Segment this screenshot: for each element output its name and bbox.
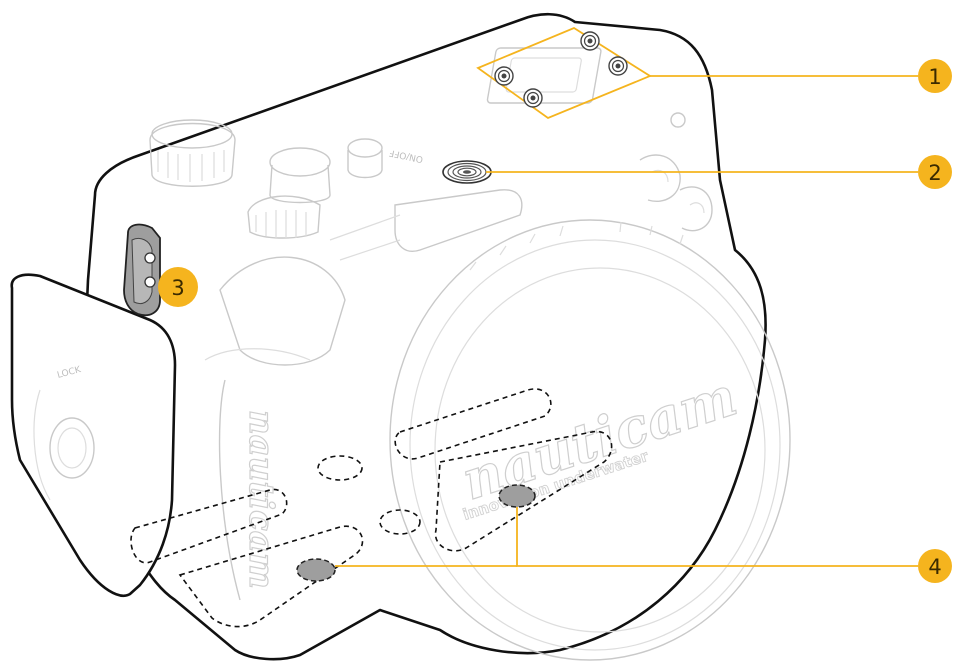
top-dial — [149, 119, 236, 187]
base-mount-outlines — [130, 388, 613, 628]
screw-icon — [494, 66, 514, 86]
strap-lug — [123, 223, 161, 317]
callout-3: 3 — [158, 267, 198, 307]
callout-2-label: 2 — [928, 161, 941, 185]
callout-1: 1 — [918, 59, 952, 93]
callout-4-label: 4 — [928, 555, 941, 579]
battery-door: LOCK — [10, 273, 177, 597]
callout-4: 4 — [918, 549, 952, 583]
screw-icon — [608, 56, 628, 76]
housing-body — [85, 12, 767, 661]
callout-2: 2 — [918, 155, 952, 189]
screw-icon — [523, 88, 543, 108]
screw-icon — [580, 31, 600, 51]
tripod-socket — [442, 160, 492, 184]
mode-knob — [247, 147, 331, 239]
callout-3-label: 3 — [171, 276, 184, 300]
side-brand: nauticam — [241, 410, 281, 589]
leader-lines — [335, 75, 918, 567]
callout-1-label: 1 — [928, 65, 941, 89]
front-grip: nauticam — [204, 189, 523, 601]
base-feet — [296, 484, 536, 582]
